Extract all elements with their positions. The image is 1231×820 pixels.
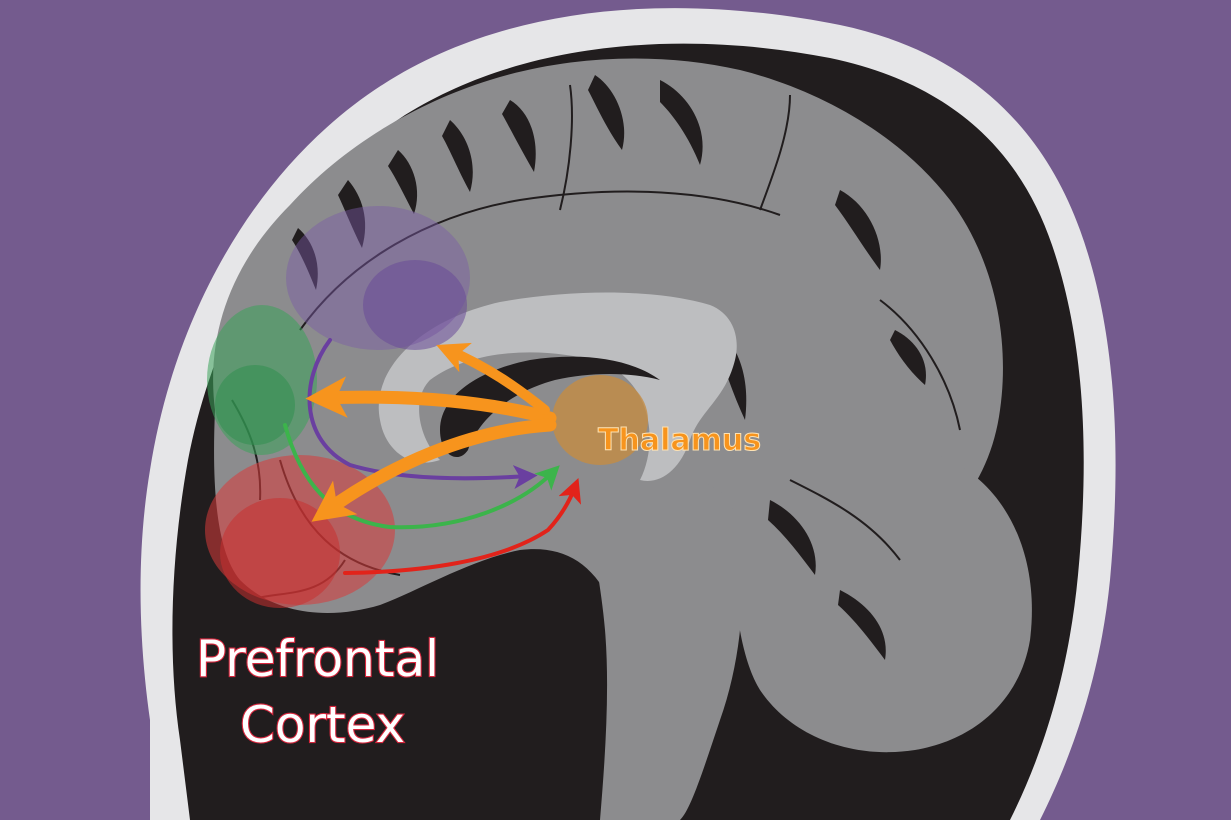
prefrontal-label-line2: Cortex (240, 696, 405, 754)
purple-region-inner (363, 260, 467, 350)
prefrontal-label-line1: Prefrontal (196, 630, 439, 688)
cerebellum (732, 442, 1031, 752)
green-region-inner (215, 365, 295, 445)
thalamus-label: Thalamus (598, 423, 761, 458)
